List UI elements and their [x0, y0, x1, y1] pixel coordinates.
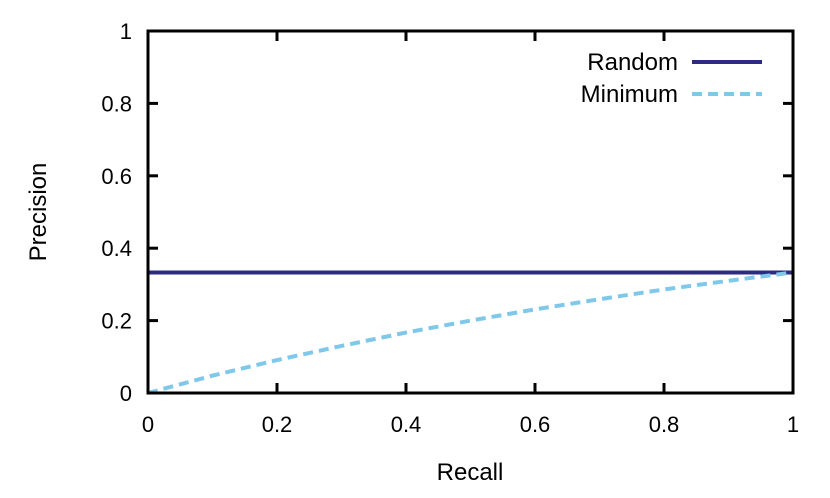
y-tick-label: 0	[120, 381, 132, 406]
y-axis-title: Precision	[25, 163, 52, 262]
x-tick-label: 0.2	[262, 412, 293, 437]
y-tick-label: 1	[120, 19, 132, 44]
x-tick-label: 0	[142, 412, 154, 437]
legend-label-random: Random	[587, 49, 678, 76]
x-tick-label: 0.4	[391, 412, 422, 437]
x-tick-label: 0.8	[649, 412, 680, 437]
plot-background	[148, 31, 793, 393]
plot-frame	[146, 29, 795, 395]
y-tick-label: 0.6	[101, 164, 132, 189]
x-axis-title: Recall	[437, 459, 504, 486]
y-tick-label: 0.2	[101, 309, 132, 334]
x-tick-label: 1	[787, 412, 799, 437]
legend-label-minimum: Minimum	[581, 81, 678, 108]
y-tick-label: 0.4	[101, 236, 132, 261]
y-tick-label: 0.8	[101, 91, 132, 116]
x-tick-label: 0.6	[520, 412, 551, 437]
series-layer	[147, 270, 794, 395]
plot-area	[148, 31, 793, 393]
series-line-minimum	[147, 270, 794, 395]
axes-layer: 0 0.2 0.4 0.6 0.8 1 0 0.2 0.4 0.6 0.8 1	[101, 19, 799, 437]
